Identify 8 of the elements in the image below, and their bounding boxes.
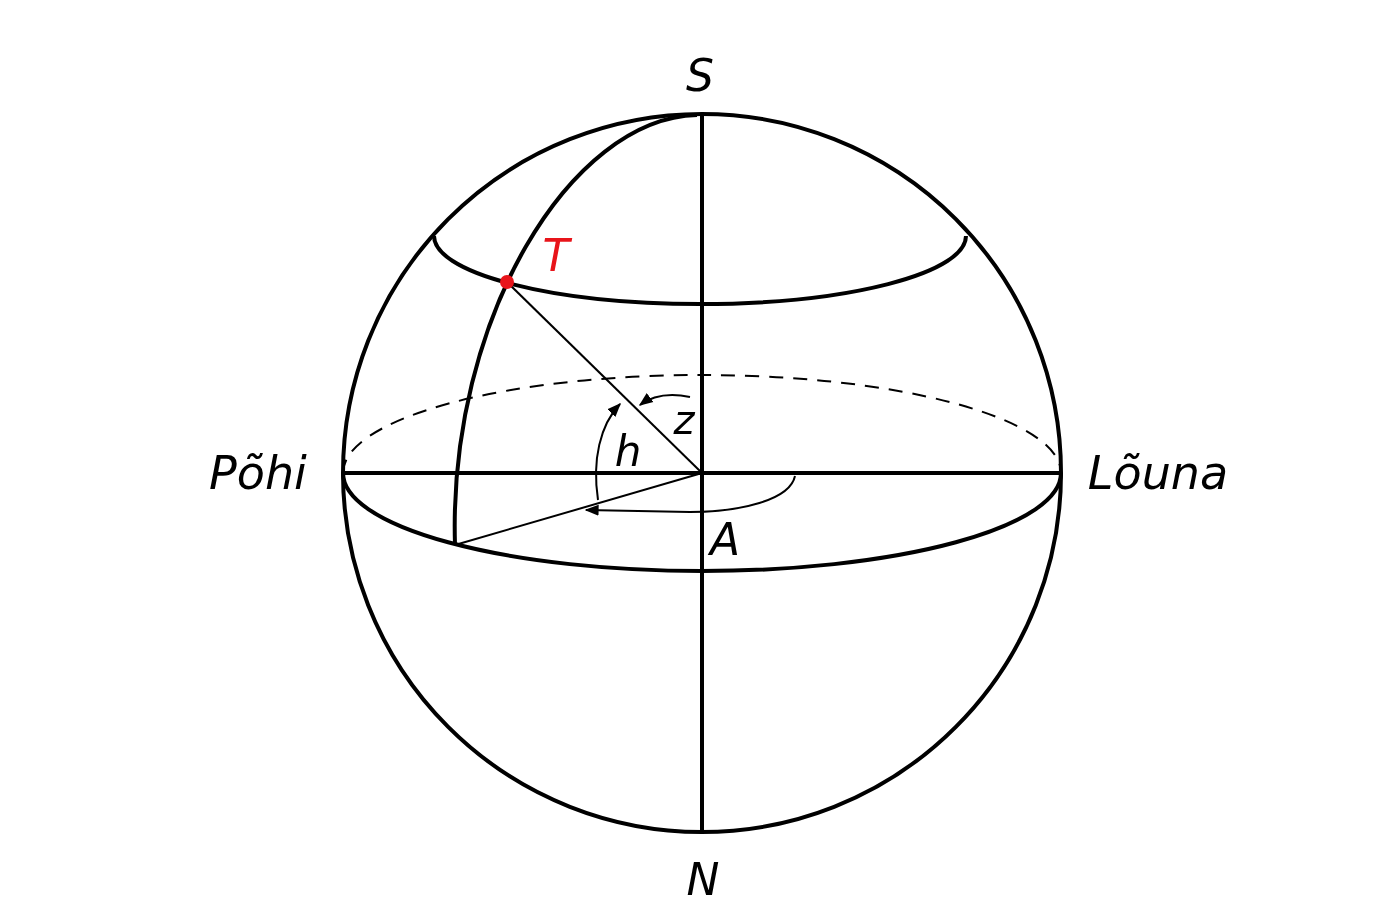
angle-label: A: [709, 518, 741, 562]
angle-label: h: [614, 431, 642, 473]
direction-label: Lõuna: [1087, 450, 1229, 496]
pole-label: N: [686, 858, 720, 902]
point-label: T: [542, 234, 570, 278]
direction-label: Põhi: [209, 450, 307, 496]
angle-label: z: [673, 400, 695, 440]
pole-label: S: [686, 54, 714, 98]
